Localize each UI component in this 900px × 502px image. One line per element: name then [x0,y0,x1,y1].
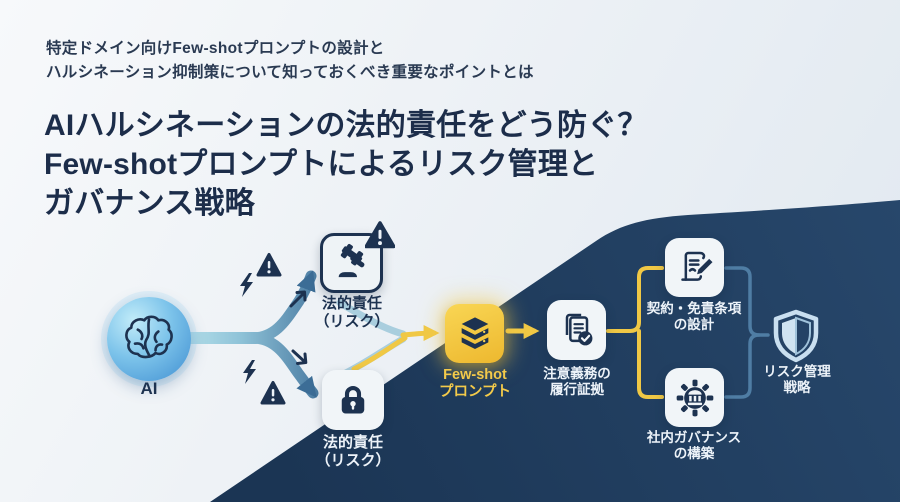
lightning-bolt-icon [240,273,256,384]
contract-pen-icon [680,251,712,281]
node-legal-risk-bottom [322,370,384,430]
brain-icon [125,315,173,359]
label-line: 戦略 [783,379,811,395]
node-legal-risk-top-label: 法的責任 （リスク） [302,295,402,330]
node-ai-label: AI [107,379,191,399]
page-subtitle: 特定ドメイン向けFew-shotプロンプトの設計と ハルシネーション抑制策につい… [46,37,534,85]
warning-triangle-icon [256,253,286,405]
flow-ai-fork [184,270,319,399]
node-legal-risk-top [320,221,395,293]
title-line3: ガバナンス戦略 [44,187,255,220]
node-few-shot [445,304,504,363]
node-legal-risk-bottom-label: 法的責任 （リスク） [303,434,403,469]
shield-icon [773,309,819,363]
title-line1: AIハルシネーションの法的責任をどう防ぐ？ [44,109,648,142]
gavel-icon [338,243,364,278]
label-line: リスク管理 [763,364,831,379]
node-governance [665,368,724,427]
ai-label-text: AI [140,379,158,398]
node-ai [107,297,191,381]
label-line: 履行証拠 [550,381,604,397]
label-line: 契約・免責条項 [646,301,742,316]
node-governance-label: 社内ガバナンス の構築 [634,430,754,462]
node-duty-evidence [547,300,606,360]
node-risk-strategy-label: リスク管理 戦略 [756,364,838,396]
document-check-icon [565,313,592,346]
subtitle-line1: 特定ドメイン向けFew-shotプロンプトの設計と [46,40,385,57]
label-line: 社内ガバナンス [646,430,742,445]
layers-stack-icon [461,316,488,349]
lock-icon [341,385,365,414]
subtitle-line2: ハルシネーション抑制策について知っておくべき重要なポイントとは [46,64,534,81]
label-line: （リスク） [315,451,391,469]
label-line: の構築 [673,445,715,461]
node-few-shot-label: Few-shot プロンプト [433,367,517,401]
label-line: 法的責任 [322,434,383,451]
label-line: （リスク） [314,312,390,330]
node-duty-evidence-label: 注意義務の 履行証拠 [535,366,619,398]
label-line: 注意義務の [543,366,611,381]
node-risk-strategy [770,309,822,368]
label-line: の設計 [673,316,715,332]
node-contract [665,238,724,297]
label-line: プロンプト [438,384,512,401]
page-title: AIハルシネーションの法的責任をどう防ぐ？ Few-shotプロンプトによるリス… [44,106,648,223]
node-contract-label: 契約・免責条項 の設計 [634,301,754,333]
gear-building-icon [676,379,713,416]
title-line2: Few-shotプロンプトによるリスク管理と [44,148,599,181]
label-line: 法的責任 [321,295,382,312]
label-line: Few-shot [443,367,507,383]
warning-triangle-icon [365,221,395,249]
